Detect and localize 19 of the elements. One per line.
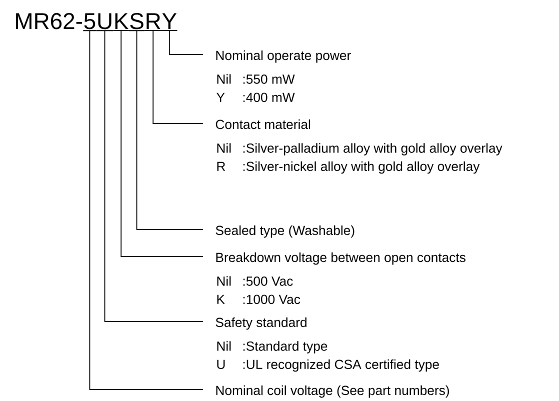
- option-description: Sealed type (Washable): [216, 225, 354, 238]
- code-letter: U: [98, 13, 112, 30]
- leader-line: [161, 30, 204, 55]
- leader-line: [96, 30, 204, 322]
- part-number-prefix: MR62-: [16, 13, 82, 30]
- leader-line: [82, 30, 204, 390]
- option-description: Nominal operate power Nil :550 mW Y :400 mW: [216, 50, 351, 102]
- option-description: Contact material Nil :Silver-palladium alloy with gold alloy overlay R :Silver-nickel alloy with gold alloy overlay: [216, 119, 502, 174]
- code-letter: R: [146, 13, 160, 29]
- code-letter: K: [115, 13, 128, 29]
- leader-line: [112, 30, 204, 257]
- option-description: Breakdown voltage between open contacts Nil :500 Vac K :1000 Vac: [216, 252, 466, 304]
- code-letter: S: [130, 13, 144, 30]
- option-description: Nominal coil voltage (See part numbers): [216, 385, 449, 398]
- leader-line: [144, 30, 204, 124]
- code-letter: 5: [84, 13, 96, 30]
- code-letter: Y: [162, 13, 177, 29]
- option-description: Safety standard Nil :Standard type U :UL recognized CSA certified type: [216, 317, 439, 372]
- leader-line: [128, 30, 204, 230]
